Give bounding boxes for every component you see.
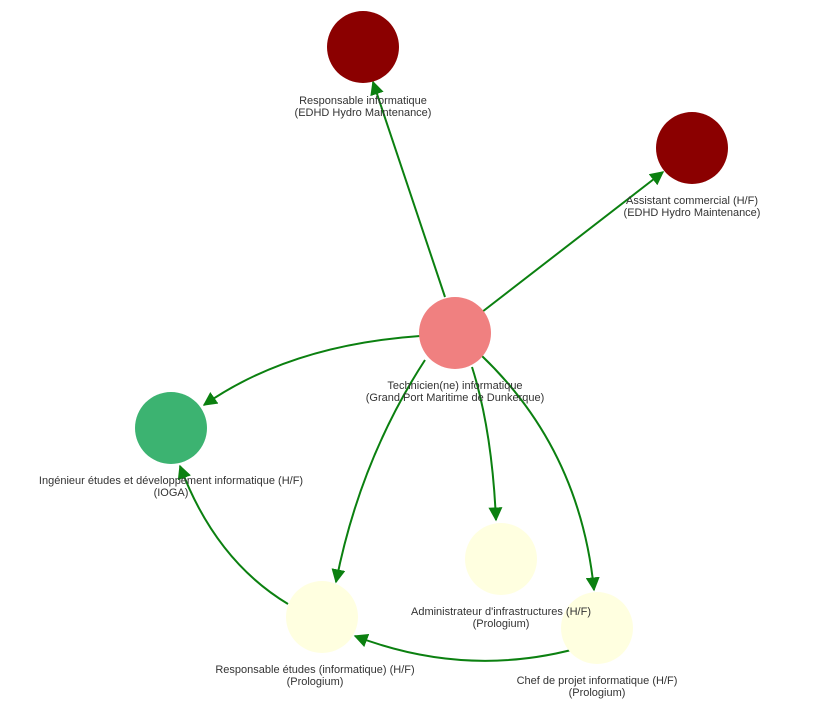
label-technicien-org: (Grand Port Maritime de Dunkerque) <box>366 392 545 404</box>
label-responsable-etudes-org: (Prologium) <box>287 676 344 688</box>
node-administrateur-infra[interactable] <box>465 523 537 595</box>
node-technicien[interactable] <box>419 297 491 369</box>
edge-technicien-to-responsable-etudes <box>331 359 426 584</box>
label-ingenieur-etudes-title: Ingénieur études et développement inform… <box>39 475 303 487</box>
edge-technicien-to-chef-projet <box>481 355 600 592</box>
label-technicien-title: Technicien(ne) informatique <box>387 380 522 392</box>
label-responsable-informatique-org: (EDHD Hydro Maintenance) <box>295 107 432 119</box>
label-chef-projet-org: (Prologium) <box>569 687 626 699</box>
label-chef-projet-title: Chef de projet informatique (H/F) <box>517 675 678 687</box>
edge-technicien-to-responsable-informatique <box>370 80 446 298</box>
edge-technicien-to-administrateur-infra <box>471 366 503 522</box>
edge-responsable-etudes-to-ingenieur-etudes <box>177 464 289 605</box>
node-responsable-etudes[interactable] <box>286 581 358 653</box>
label-ingenieur-etudes-org: (IOGA) <box>154 487 189 499</box>
node-ingenieur-etudes[interactable] <box>135 392 207 464</box>
edges <box>177 80 665 662</box>
edge-technicien-to-assistant-commercial <box>481 171 665 313</box>
label-administrateur-infra-title: Administrateur d'infrastructures (H/F) <box>411 606 591 618</box>
labels: Responsable informatique (EDHD Hydro Mai… <box>39 95 761 699</box>
label-responsable-etudes-title: Responsable études (informatique) (H/F) <box>215 664 414 676</box>
label-responsable-informatique-title: Responsable informatique <box>299 95 427 107</box>
node-chef-projet[interactable] <box>561 592 633 664</box>
node-responsable-informatique[interactable] <box>327 11 399 83</box>
edge-technicien-to-ingenieur-etudes <box>202 335 421 406</box>
label-assistant-commercial-title: Assistant commercial (H/F) <box>626 195 758 207</box>
node-assistant-commercial[interactable] <box>656 112 728 184</box>
label-administrateur-infra-org: (Prologium) <box>473 618 530 630</box>
label-assistant-commercial-org: (EDHD Hydro Maintenance) <box>624 207 761 219</box>
nodes <box>135 11 728 664</box>
edge-chef-projet-to-responsable-etudes <box>353 633 587 662</box>
